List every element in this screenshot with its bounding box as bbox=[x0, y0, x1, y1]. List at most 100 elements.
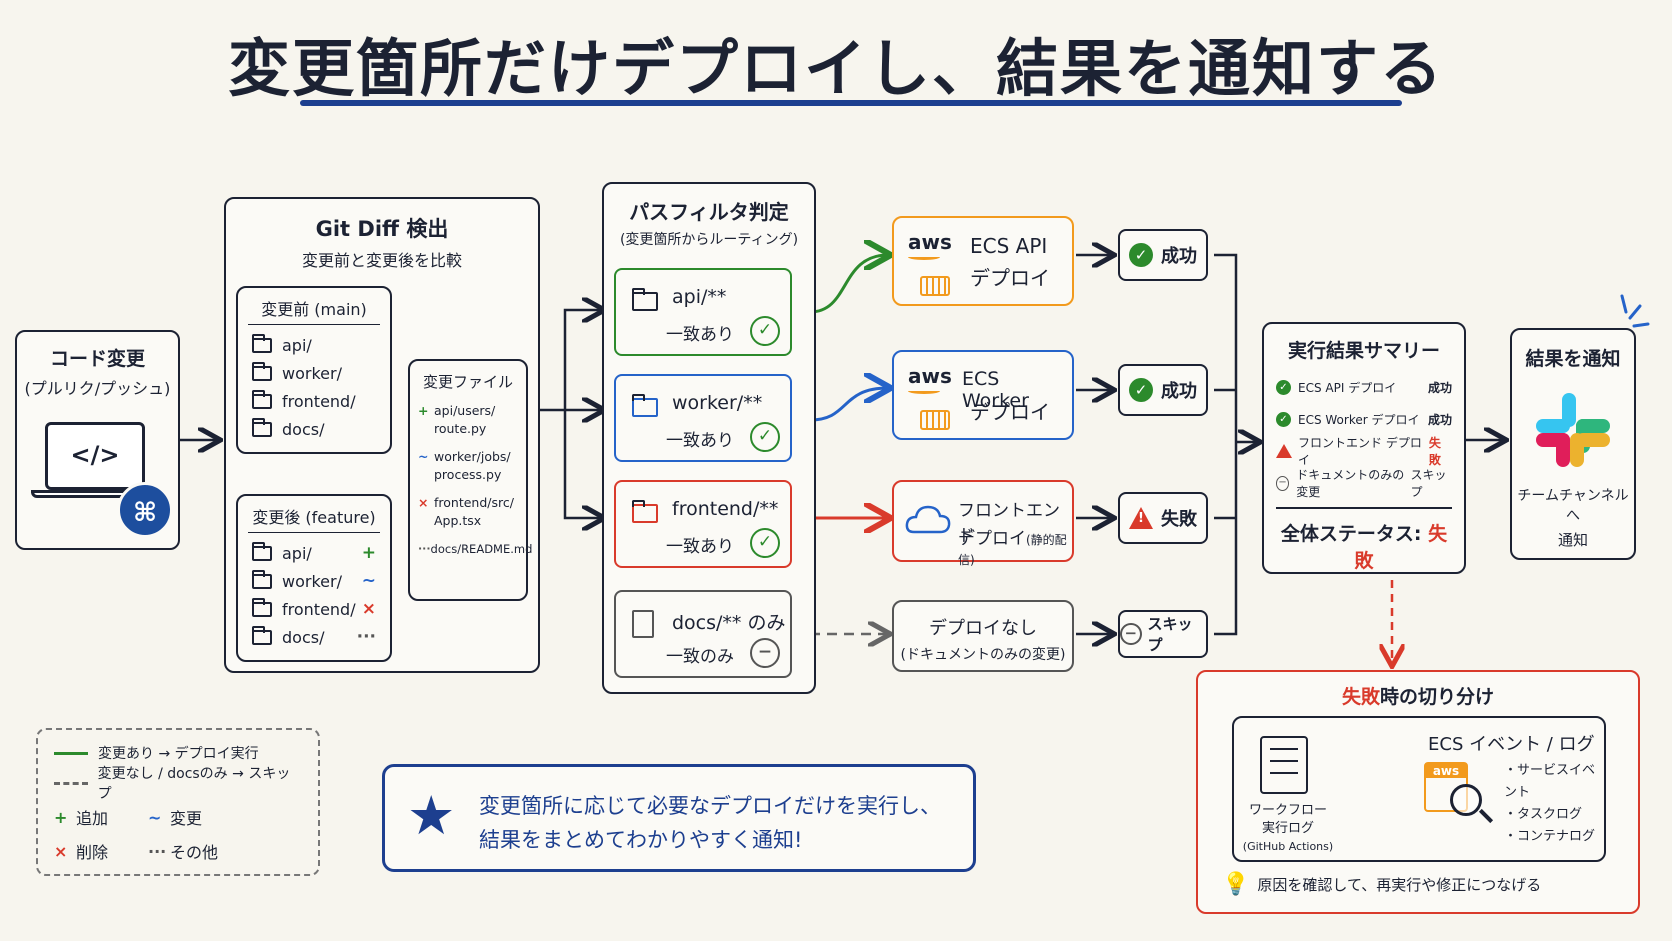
overall-status-value: 失敗 bbox=[1354, 523, 1448, 572]
skip-icon: − bbox=[1276, 475, 1290, 491]
ecs-icon bbox=[920, 410, 950, 430]
status-worker: ✓成功 bbox=[1118, 364, 1208, 416]
path-filter-title: パスフィルタ判定 bbox=[629, 200, 789, 224]
before-folder: docs/ bbox=[252, 415, 376, 443]
minus-icon: − bbox=[750, 638, 780, 668]
git-diff-box: Git Diff 検出 変更前と変更後を比較 変更前 (main) api/ w… bbox=[224, 197, 540, 673]
status-frontend: !失敗 bbox=[1118, 492, 1208, 544]
notify-title: 結果を通知 bbox=[1525, 348, 1621, 370]
cloud-icon bbox=[905, 505, 951, 534]
folder-icon bbox=[632, 288, 658, 311]
legend-box: 変更あり → デプロイ実行 変更なし / docsのみ → スキップ +追加 ~… bbox=[36, 728, 320, 876]
slack-icon bbox=[1536, 393, 1610, 467]
ecs-icon bbox=[920, 276, 950, 296]
changed-file: +api/users/route.py bbox=[418, 403, 496, 436]
route-api: api/** 一致あり ✓ bbox=[614, 268, 792, 356]
after-folder: api/+ bbox=[252, 539, 376, 567]
ecs-log-title: ECS イベント / ログ bbox=[1428, 734, 1595, 755]
deleted-mark: × bbox=[361, 599, 376, 619]
notify-box: 結果を通知 チームチャンネルへ 通知 bbox=[1510, 328, 1636, 560]
summary-row: ✓ECS API デプロイ成功 bbox=[1276, 371, 1452, 403]
star-icon: ★ bbox=[407, 784, 456, 847]
before-folder: api/ bbox=[252, 331, 376, 359]
after-title: 変更後 (feature) bbox=[248, 504, 380, 533]
check-icon: ✓ bbox=[1129, 378, 1153, 402]
folder-icon bbox=[252, 625, 272, 645]
laptop-icon: </> bbox=[45, 422, 145, 490]
before-box: 変更前 (main) api/ worker/ frontend/ docs/ bbox=[236, 286, 392, 454]
callout-line1: 変更箇所に応じて必要なデプロイだけを実行し、 bbox=[479, 794, 941, 818]
summary-row: ✓ECS Worker デプロイ成功 bbox=[1276, 403, 1452, 435]
check-icon: ✓ bbox=[1276, 411, 1291, 427]
status-api: ✓成功 bbox=[1118, 229, 1208, 281]
deploy-none: デプロイなし (ドキュメントのみの変更) bbox=[892, 600, 1074, 672]
check-icon: ✓ bbox=[1129, 243, 1153, 267]
ecs-log-item: ・コンテナログ bbox=[1504, 829, 1596, 844]
modified-mark: ~ bbox=[361, 571, 376, 591]
deploy-frontend: フロントエンド デプロイ(静的配信) bbox=[892, 480, 1074, 567]
folder-icon bbox=[252, 361, 272, 381]
folder-icon bbox=[632, 394, 658, 417]
arrow-worker-route bbox=[809, 388, 888, 422]
aws-logo: aws bbox=[908, 364, 952, 394]
warning-icon bbox=[1276, 444, 1292, 458]
page-title: 変更箇所だけデプロイし、結果を通知する bbox=[227, 32, 1444, 105]
route-docs: docs/** のみ 一致のみ − bbox=[614, 590, 792, 678]
after-folder: docs/··· bbox=[252, 623, 376, 651]
git-diff-subtitle: 変更前と変更後を比較 bbox=[301, 251, 462, 270]
route-worker: worker/** 一致あり ✓ bbox=[614, 374, 792, 462]
failure-inner-box: ワークフロー 実行ログ (GitHub Actions) ECS イベント / … bbox=[1232, 716, 1606, 862]
after-folder: frontend/× bbox=[252, 595, 376, 623]
path-filter-subtitle: (変更箇所からルーティング) bbox=[619, 232, 799, 248]
before-folder: worker/ bbox=[252, 359, 376, 387]
callout-line2: 結果をまとめてわかりやすく通知! bbox=[479, 828, 803, 852]
folder-icon bbox=[252, 597, 272, 617]
folder-icon bbox=[252, 569, 272, 589]
deploy-ecs-api: aws ECS API デプロイ bbox=[892, 216, 1074, 306]
legend-dashed: 変更なし / docsのみ → スキップ bbox=[54, 766, 302, 802]
log-icon bbox=[1260, 736, 1308, 794]
before-title: 変更前 (main) bbox=[248, 296, 380, 325]
after-folder: worker/~ bbox=[252, 567, 376, 595]
ecs-log-item: ・サービスイベント bbox=[1504, 763, 1596, 800]
overall-status: 全体ステータス: 失敗 bbox=[1276, 507, 1452, 573]
legend-solid: 変更あり → デプロイ実行 bbox=[54, 738, 302, 768]
summary-row: −ドキュメントのみの変更スキップ bbox=[1276, 467, 1452, 499]
changed-file: ···docs/README.md bbox=[418, 542, 533, 556]
deploy-ecs-worker: aws ECS Worker デプロイ bbox=[892, 350, 1074, 440]
folder-icon bbox=[632, 500, 658, 523]
folder-icon bbox=[252, 417, 272, 437]
skip-icon: − bbox=[1120, 623, 1142, 645]
changed-files-box: 変更ファイル +api/users/route.py ~worker/jobs/… bbox=[408, 359, 533, 601]
arrow-api-route bbox=[809, 255, 888, 314]
failure-tip: 💡 原因を確認して、再実行や修正につなげる bbox=[1222, 872, 1542, 897]
code-change-box: コード変更 (プルリク/プッシュ) </> ⌘ bbox=[15, 330, 180, 550]
code-change-title: コード変更 bbox=[49, 348, 145, 370]
aws-logo: aws bbox=[908, 230, 952, 260]
other-mark: ··· bbox=[356, 627, 376, 647]
github-icon: ⌘ bbox=[117, 482, 173, 538]
before-folder: frontend/ bbox=[252, 387, 376, 415]
check-icon: ✓ bbox=[750, 316, 780, 346]
magnifier-icon bbox=[1450, 784, 1482, 816]
after-box: 変更後 (feature) api/+ worker/~ frontend/× … bbox=[236, 494, 392, 662]
summary-title: 実行結果サマリー bbox=[1287, 340, 1440, 362]
warning-icon: ! bbox=[1129, 507, 1153, 529]
callout-box: ★ 変更箇所に応じて必要なデプロイだけを実行し、 結果をまとめてわかりやすく通知… bbox=[382, 764, 976, 872]
changed-file: ~worker/jobs/process.py bbox=[418, 449, 511, 482]
failure-title: 失敗時の切り分け bbox=[1341, 686, 1495, 708]
folder-icon bbox=[252, 389, 272, 409]
ecs-log-item: ・タスクログ bbox=[1504, 807, 1583, 822]
folder-icon bbox=[252, 333, 272, 353]
title-underline bbox=[300, 100, 1402, 106]
check-icon: ✓ bbox=[750, 422, 780, 452]
failure-box: 失敗時の切り分け ワークフロー 実行ログ (GitHub Actions) EC… bbox=[1196, 670, 1640, 914]
changed-file: ×frontend/src/App.tsx bbox=[418, 495, 514, 528]
document-icon bbox=[632, 610, 654, 638]
summary-row: フロントエンド デプロイ失敗 bbox=[1276, 435, 1452, 467]
check-icon: ✓ bbox=[750, 528, 780, 558]
git-diff-title: Git Diff 検出 bbox=[315, 217, 449, 241]
changed-files-title: 変更ファイル bbox=[422, 373, 513, 391]
lightbulb-icon: 💡 bbox=[1222, 872, 1250, 897]
status-docs: −スキップ bbox=[1118, 610, 1208, 658]
